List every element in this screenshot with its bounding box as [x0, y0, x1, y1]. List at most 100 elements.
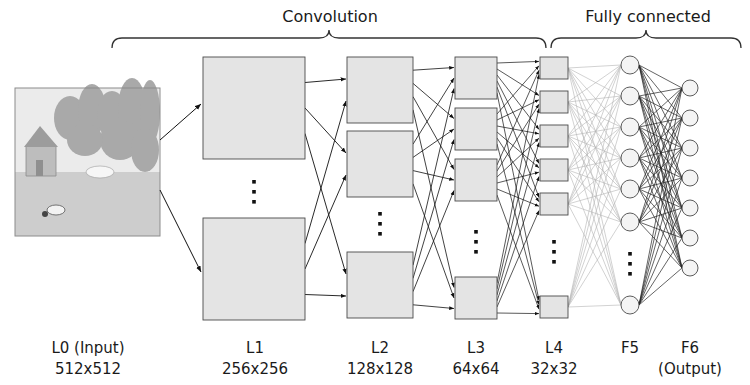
ellipsis-dot: [252, 200, 256, 204]
layer-label: L1: [246, 339, 264, 357]
connection: [568, 65, 621, 68]
layer-label: (Output): [658, 360, 722, 378]
neuron: [682, 230, 698, 246]
connection: [568, 65, 621, 204]
ellipsis-dot: [252, 180, 256, 184]
connection: [639, 222, 682, 238]
neuron: [621, 118, 639, 136]
connection: [568, 170, 621, 222]
ellipsis-dot: [474, 230, 478, 234]
ellipsis-dot: [628, 272, 632, 276]
connection: [639, 118, 682, 189]
connection: [639, 238, 682, 305]
ellipsis-dot: [552, 240, 556, 244]
connection: [639, 88, 682, 305]
feature-map: [347, 57, 413, 123]
connection: [568, 158, 621, 307]
connection: [639, 127, 682, 238]
arrow: [413, 140, 454, 279]
neuron: [682, 170, 698, 186]
layer-label: L2: [371, 339, 389, 357]
arrow: [305, 108, 346, 153]
arrow: [497, 138, 539, 202]
feature-map: [455, 159, 497, 201]
feature-map: [540, 91, 568, 113]
connection: [639, 148, 682, 305]
connection: [568, 127, 621, 170]
photo-cow-head: [42, 211, 48, 217]
neuron: [621, 296, 639, 314]
connection: [568, 68, 621, 222]
arrow: [497, 143, 539, 295]
arrow: [305, 79, 346, 83]
arrow: [497, 138, 539, 177]
neuron: [621, 180, 639, 198]
bracket: [112, 30, 546, 48]
feature-map: [455, 108, 497, 150]
photo-roof: [24, 126, 58, 147]
arrow: [413, 184, 454, 298]
connection: [568, 127, 621, 204]
connection: [568, 65, 621, 307]
photo-ground: [15, 172, 160, 236]
layer-label: F5: [621, 339, 639, 357]
ellipsis-dot: [378, 232, 382, 236]
neuron: [682, 200, 698, 216]
layer-label: 512x512: [55, 360, 121, 378]
layer-label: 256x256: [222, 360, 288, 378]
arrow: [160, 104, 201, 140]
bracket: [551, 30, 741, 48]
connection: [568, 189, 621, 307]
arrow: [497, 109, 539, 289]
connection: [639, 96, 682, 208]
feature-map: [540, 125, 568, 147]
connection: [568, 158, 621, 170]
connection: [568, 65, 621, 102]
ellipsis-dot: [378, 212, 382, 216]
connection: [639, 178, 682, 189]
neuron: [621, 56, 639, 74]
connection: [568, 136, 621, 222]
feature-map: [203, 57, 305, 159]
ellipsis-dot: [552, 250, 556, 254]
connection: [639, 268, 682, 305]
connection: [568, 127, 621, 307]
arrow: [413, 89, 454, 266]
neuron: [621, 149, 639, 167]
connection: [568, 305, 621, 307]
connection: [568, 222, 621, 307]
arrow: [305, 295, 346, 297]
arrow: [497, 313, 539, 315]
input-image: [15, 78, 160, 236]
connection: [639, 222, 682, 268]
arrow: [413, 78, 454, 144]
layer-label: L3: [467, 339, 485, 357]
neuron: [682, 260, 698, 276]
feature-map: [347, 131, 413, 197]
arrow: [413, 191, 454, 292]
connection: [639, 118, 682, 305]
connection: [568, 96, 621, 307]
feature-map: [455, 57, 497, 99]
photo-door: [36, 160, 43, 176]
arrow: [497, 126, 539, 134]
connection: [639, 178, 682, 222]
ellipsis-dot: [628, 262, 632, 266]
connection: [639, 65, 682, 88]
arrow: [497, 104, 539, 171]
arrow: [413, 68, 454, 71]
neuron: [621, 213, 639, 231]
photo-vehicle: [86, 166, 114, 178]
connection: [568, 96, 621, 170]
ellipsis-dot: [252, 190, 256, 194]
connection: [639, 65, 682, 208]
ellipsis-dot: [474, 240, 478, 244]
connection: [639, 189, 682, 208]
arrow: [497, 177, 539, 301]
neuron: [682, 140, 698, 156]
photo-tree: [67, 124, 103, 156]
connection: [568, 102, 621, 189]
ellipsis-dot: [378, 222, 382, 226]
connection: [639, 88, 682, 96]
